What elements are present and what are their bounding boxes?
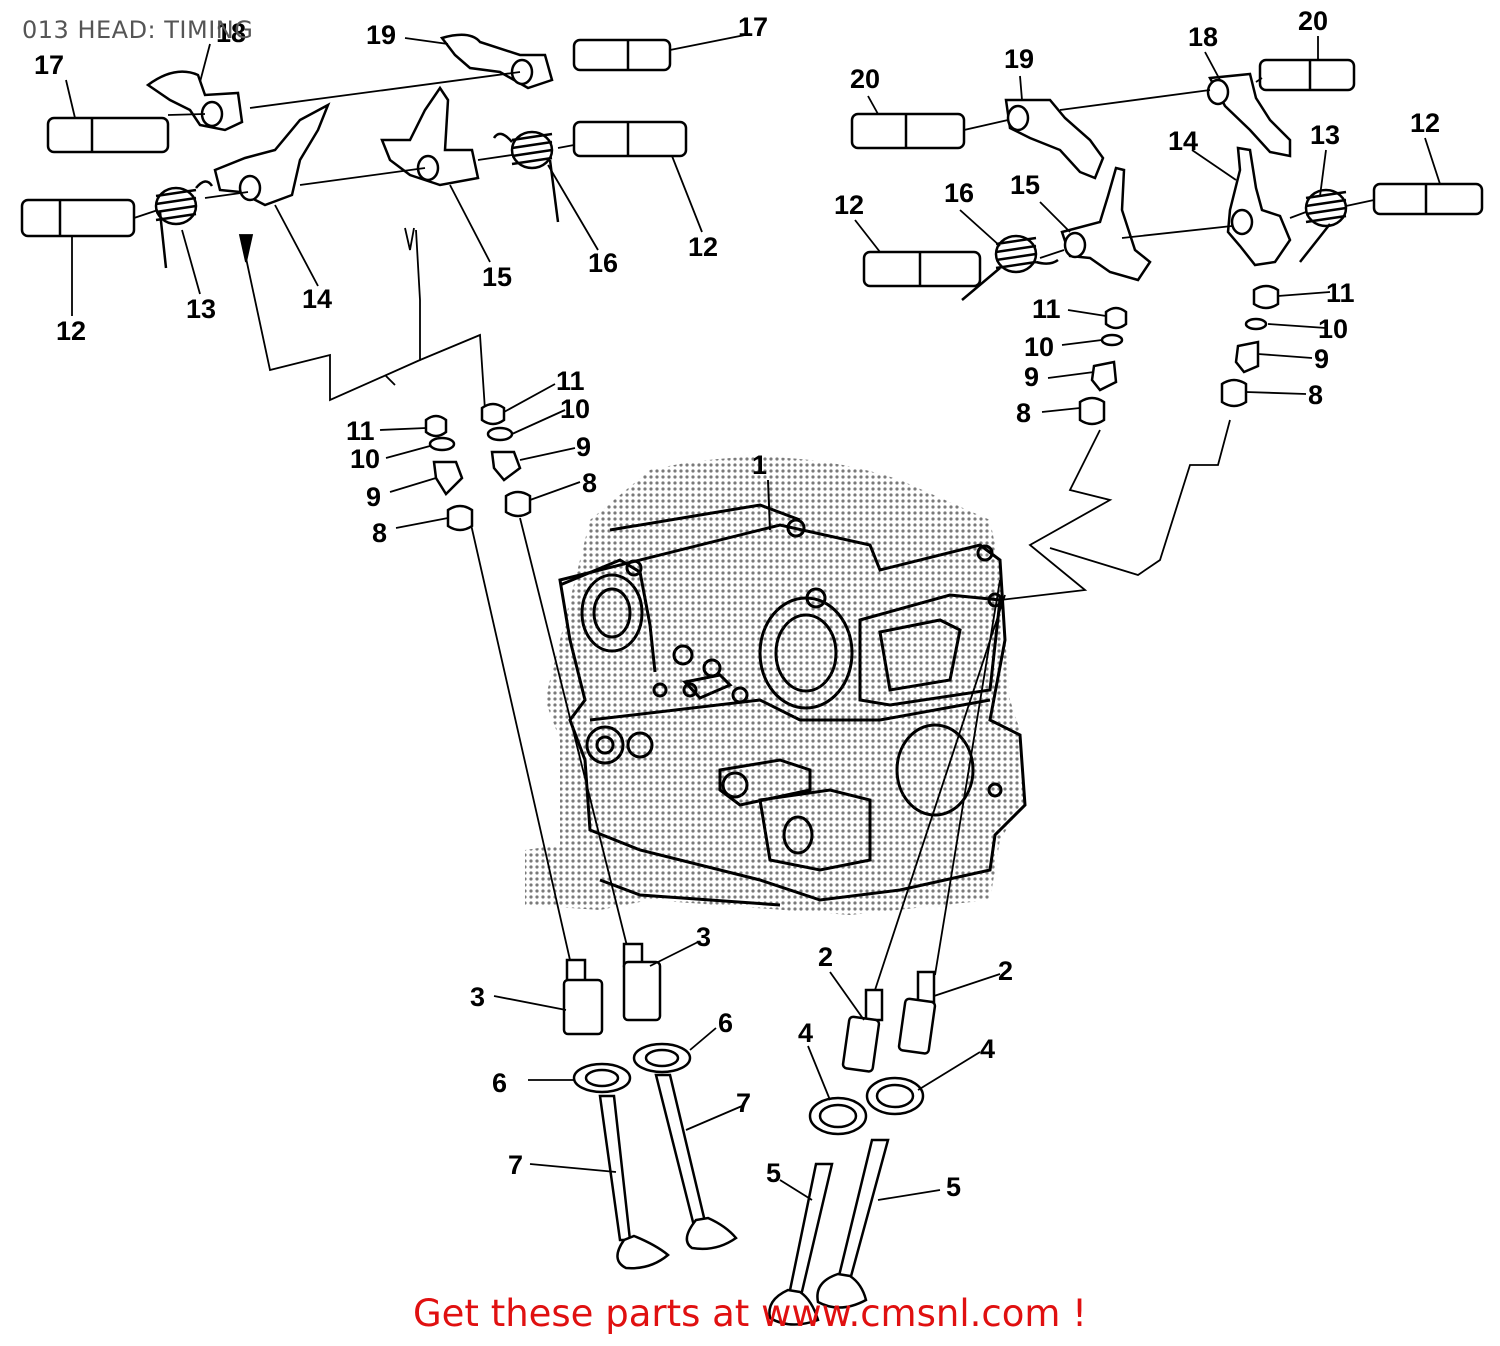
callout-18-a: 18 <box>216 18 246 48</box>
rocker-pin-20-right <box>1258 58 1356 92</box>
callout-20-a: 20 <box>850 64 880 94</box>
leaders-left <box>65 33 751 961</box>
callout-11-b: 11 <box>556 366 585 396</box>
leaders-right <box>854 36 1441 991</box>
valve-collets-left <box>424 402 532 532</box>
left-rocker-assembly <box>20 33 688 269</box>
callout-8-a: 8 <box>372 518 387 548</box>
callout-7-right: 7 <box>736 1088 751 1118</box>
callout-2-right: 2 <box>998 956 1013 986</box>
callout-3-right: 3 <box>696 922 711 952</box>
callout-16-a: 16 <box>588 248 618 278</box>
valve-guide-2-right <box>897 970 937 1055</box>
callout-13-b: 13 <box>1310 120 1340 150</box>
callout-9-a: 9 <box>366 482 381 512</box>
callout-17-b: 17 <box>738 12 768 42</box>
callout-12-b: 12 <box>688 232 718 262</box>
callout-16-b: 16 <box>944 178 974 208</box>
opening-rocker-18-right <box>1208 72 1292 158</box>
leaders-right-collets <box>1041 291 1331 413</box>
callout-11-a: 11 <box>346 416 375 446</box>
valve-guide-3-right <box>622 942 662 1022</box>
spring-13-left <box>154 180 214 269</box>
callout-8-d: 8 <box>1308 380 1323 410</box>
callout-11-d: 11 <box>1326 278 1355 308</box>
rocker-pin-17-top <box>572 38 672 72</box>
rocker-pin-17-left <box>46 116 170 154</box>
callout-5-left: 5 <box>766 1158 781 1188</box>
callout-3-left: 3 <box>470 982 485 1012</box>
callout-14-b: 14 <box>1168 126 1198 156</box>
callout-5-right: 5 <box>946 1172 961 1202</box>
closing-rocker-15-left <box>380 85 480 187</box>
callout-13-a: 13 <box>186 294 216 324</box>
callout-6-right: 6 <box>718 1008 733 1038</box>
callout-12-d: 12 <box>1410 108 1440 138</box>
callout-20-b: 20 <box>1298 6 1328 36</box>
callout-17-a: 17 <box>34 50 64 80</box>
callout-18-b: 18 <box>1188 22 1218 52</box>
callout-12-a: 12 <box>56 316 86 346</box>
rocker-pin-12-right <box>1372 182 1484 216</box>
callout-7-left: 7 <box>508 1150 523 1180</box>
intake-valve-7-right <box>654 1073 738 1251</box>
exhaust-valve-5-right <box>816 1138 890 1309</box>
callout-12-c: 12 <box>834 190 864 220</box>
spring-16-left <box>492 130 560 223</box>
callout-15-a: 15 <box>482 262 512 292</box>
spring-13-right <box>1299 188 1348 263</box>
callout-8-b: 8 <box>582 468 597 498</box>
leaders-valves <box>493 941 1001 1201</box>
callout-11-c: 11 <box>1032 294 1061 324</box>
leader-1 <box>767 479 771 531</box>
valve-seal-4-right <box>865 1076 925 1116</box>
callout-4-right: 4 <box>980 1034 995 1064</box>
valve-seal-6-right <box>632 1042 692 1074</box>
valve-seal-4-left <box>808 1096 868 1136</box>
callout-9-b: 9 <box>576 432 591 462</box>
rocker-pin-12-top <box>572 120 688 158</box>
callout-1: 1 <box>752 450 767 480</box>
closing-rocker-15-right <box>1060 166 1152 282</box>
rocker-pin-20-left <box>850 112 966 150</box>
intake-valve-7-left <box>598 1094 670 1270</box>
callout-9-c: 9 <box>1024 362 1039 392</box>
callout-10-c: 10 <box>1024 332 1054 362</box>
rocker-pin-12-left <box>20 198 136 238</box>
callout-19-a: 19 <box>366 20 396 50</box>
callout-6-left: 6 <box>492 1068 507 1098</box>
callout-10-d: 10 <box>1318 314 1348 344</box>
callout-19-b: 19 <box>1004 44 1034 74</box>
callout-14-a: 14 <box>302 284 332 314</box>
valve-collets-right <box>1078 284 1280 426</box>
right-rocker-assembly <box>850 58 1484 301</box>
callout-8-c: 8 <box>1016 398 1031 428</box>
opening-rocker-19-right <box>1004 98 1105 180</box>
leaders-left-collets <box>379 383 581 529</box>
valve-seal-6-left <box>572 1062 632 1094</box>
callout-9-d: 9 <box>1314 344 1329 374</box>
cylinder-head <box>525 457 1027 915</box>
closing-rocker-14-right <box>1226 146 1292 267</box>
valve-guide-2-left <box>841 988 884 1073</box>
valve-guide-3-left <box>562 958 604 1036</box>
callout-15-b: 15 <box>1010 170 1040 200</box>
page-title: 013 HEAD: TIMING <box>22 16 254 44</box>
exhaust-valve-5-left <box>768 1162 834 1326</box>
callout-4-left: 4 <box>798 1018 813 1048</box>
callout-2-left: 2 <box>818 942 833 972</box>
rocker-pin-12-mid <box>862 250 982 288</box>
callout-labels: 1 2 2 3 3 4 4 5 5 6 6 7 7 8 8 8 8 9 9 9 … <box>34 6 1440 1202</box>
valves-and-guides <box>562 942 937 1326</box>
spring-16-right <box>961 234 1059 301</box>
callout-10-b: 10 <box>560 394 590 424</box>
callout-10-a: 10 <box>350 444 380 474</box>
promo-link[interactable]: Get these parts at www.cmsnl.com ! <box>412 1292 1087 1335</box>
